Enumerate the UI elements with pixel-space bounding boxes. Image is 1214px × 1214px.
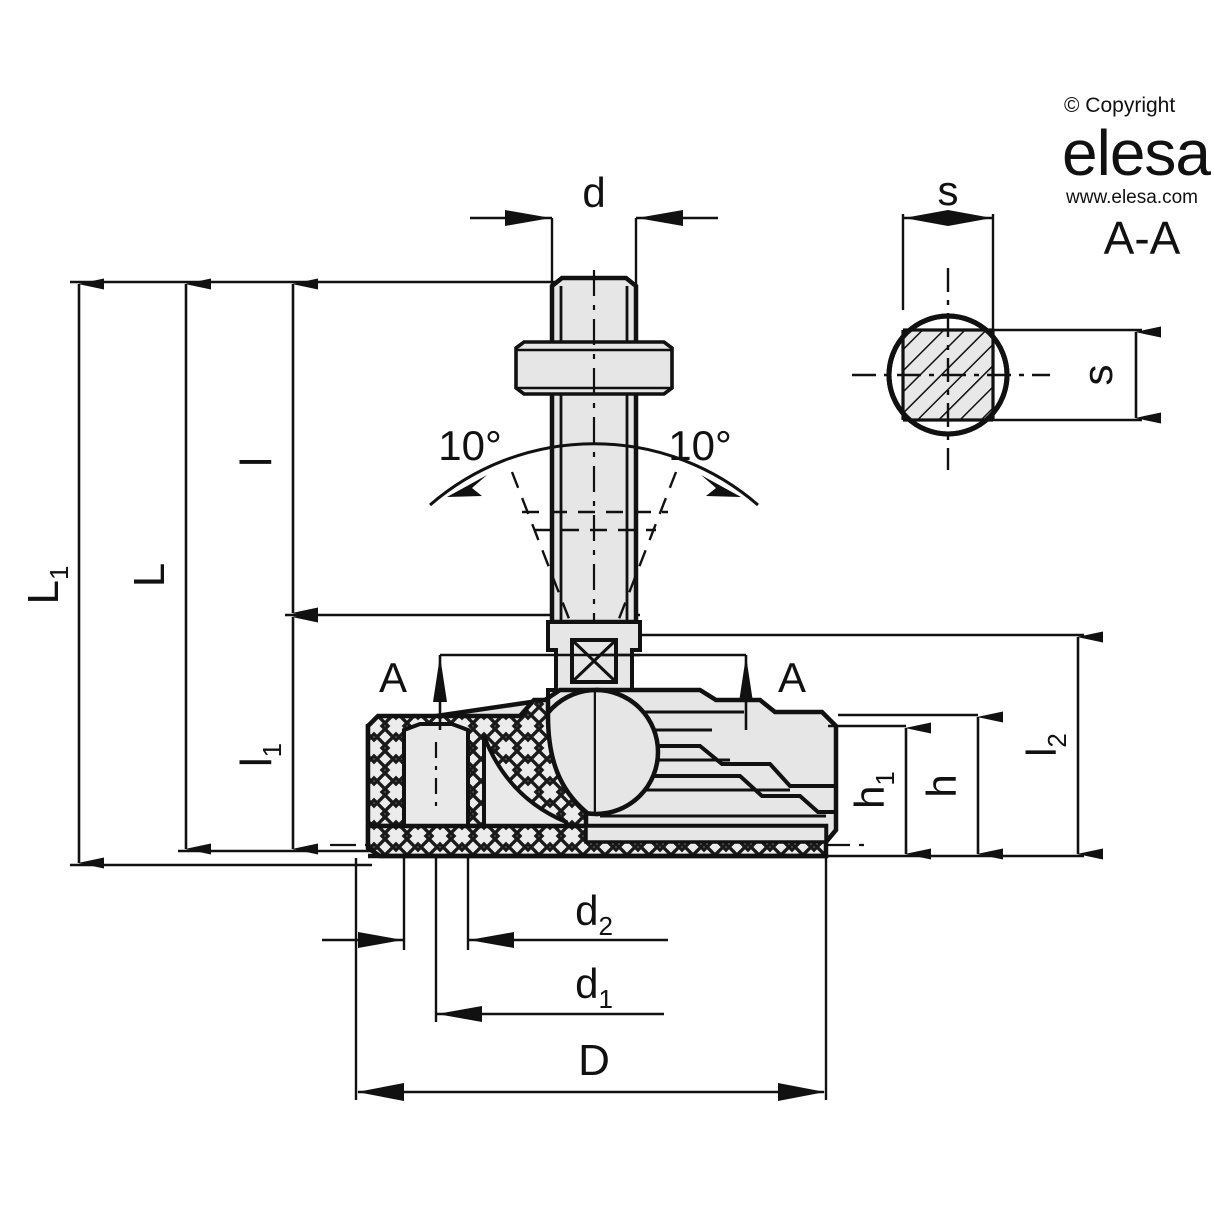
dimension-L: L [125,278,211,855]
watermark-copyright: © Copyright [1064,94,1175,117]
watermark-brand: elesa [1062,117,1211,189]
section-marker-right-arrow [739,656,753,702]
dimension-d-arrow-right [637,210,683,226]
tilt-arrow-right [701,475,741,497]
dimension-l2: l2 [1018,631,1103,860]
angle-right-label: 10° [668,422,732,469]
pad-ledge-right [584,824,828,844]
tilt-arrow-left [447,475,487,497]
dimension-d2: d2 [322,887,668,948]
collar-cross-2 [570,638,618,684]
section-view-AA: A-A s s [852,167,1181,470]
section-marker-left-arrow [433,656,447,702]
dimension-D-arrow-left [357,1083,404,1101]
witness-lines-bottom [354,858,828,1100]
section-s-h-arrow-right [948,210,992,226]
section-s-h-arrow-left [904,210,948,226]
section-markers: A A [379,653,806,730]
dimension-D-arrow-right [778,1083,825,1101]
cut-inner-rib [482,735,568,828]
watermark-group: © Copyright elesa www.elesa.com [1062,94,1212,208]
dimension-l-label: l [232,457,281,467]
dimension-h: h [918,711,1003,860]
dimension-d2-arrow-left [358,932,403,948]
blind-hole [402,722,470,828]
section-s-height-label: s [1074,365,1121,386]
base-rib-steps [600,744,836,814]
dimension-d-arrow-left [505,210,551,226]
dimension-l: l [232,278,318,619]
section-marker-left-label: A [379,654,407,701]
watermark-website: www.elesa.com [1065,187,1198,208]
dimension-d1-arrow-left [437,1006,482,1022]
dimension-D-label: D [578,1036,610,1085]
section-marker-right-label: A [778,654,806,701]
dimension-h1: h1 [846,722,931,860]
dimension-h-label: h [918,774,965,797]
dimension-D: D [357,1036,825,1101]
dimension-d2-arrow-right [469,932,514,948]
angle-left-label: 10° [438,422,502,469]
witness-lines-right [640,633,1084,858]
dimension-L-label: L [125,563,174,587]
tilt-arc [429,442,759,507]
dimension-d1-label: d1 [575,960,613,1014]
dimension-d2-label: d2 [575,887,613,941]
section-s-width-label: s [938,167,959,214]
section-view-title: A-A [1104,212,1181,264]
dimension-d-label: d [582,169,605,216]
dimension-l1-label: l1 [232,743,287,767]
dimension-L1-label: L1 [19,566,74,605]
ball-pivot-right [595,687,661,817]
dimension-d1: d1 [436,960,664,1022]
dimension-l2-label: l2 [1018,733,1072,757]
dimension-h1-label: h1 [846,771,900,809]
leveling-element-part: 10° 10° [330,270,866,859]
section-centerlines [852,268,1050,470]
dimension-l1: l1 [232,611,318,855]
dimension-L1: L1 [19,278,104,869]
